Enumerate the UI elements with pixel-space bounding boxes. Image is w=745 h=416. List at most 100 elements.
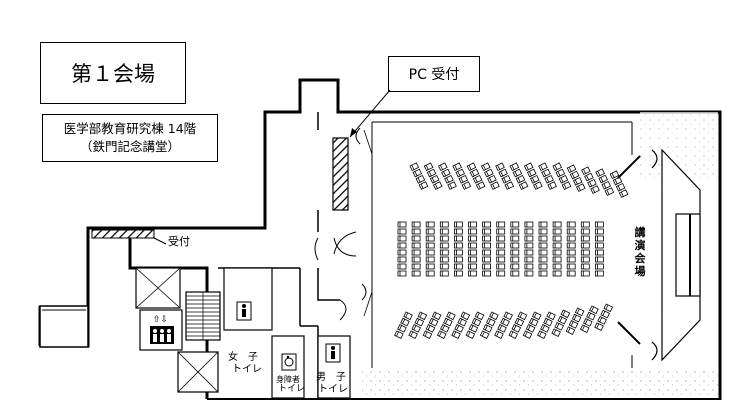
seat [397, 263, 407, 270]
seat [566, 270, 576, 277]
seat-column [510, 221, 520, 277]
seat [547, 181, 557, 190]
seat [595, 228, 604, 235]
mens-restroom-label-2: トイレ [318, 384, 348, 395]
seat [514, 317, 525, 327]
seat [482, 324, 493, 333]
seat [568, 320, 579, 329]
seat [475, 181, 486, 190]
seat-column [423, 162, 443, 190]
seat [411, 221, 421, 228]
seat [517, 311, 528, 321]
seat [504, 181, 515, 190]
seat [425, 228, 435, 235]
seat [580, 242, 590, 249]
seat [494, 330, 504, 339]
seat [411, 249, 421, 256]
seat [544, 174, 554, 184]
seat [412, 168, 423, 178]
seat-column [482, 221, 492, 277]
seat [482, 249, 492, 256]
seat [443, 317, 453, 327]
seat [528, 317, 539, 327]
seat [411, 228, 421, 235]
seat-column [394, 311, 413, 339]
seat [522, 330, 533, 339]
seat [552, 221, 562, 228]
seat-column [397, 221, 407, 277]
front-rail-lower [617, 321, 641, 345]
seat [538, 263, 548, 270]
seat [538, 270, 548, 277]
seat-column [422, 311, 442, 339]
seat [482, 235, 492, 242]
seat [425, 256, 435, 263]
seat [468, 256, 477, 263]
seat [411, 324, 421, 333]
seat [425, 235, 435, 242]
seat [595, 249, 604, 256]
seat-column [409, 162, 429, 190]
seat [439, 242, 449, 249]
seat [561, 181, 572, 190]
seat [531, 311, 542, 321]
seat [439, 249, 449, 256]
hall-name: （鉄門記念講堂） [79, 139, 180, 154]
seat [453, 242, 463, 249]
seat [394, 330, 404, 339]
seat [451, 330, 461, 339]
seat [496, 270, 506, 277]
seat [438, 162, 448, 172]
seat [580, 263, 590, 270]
seat [580, 221, 590, 228]
seat [468, 249, 477, 256]
seat [525, 324, 536, 333]
seat [552, 228, 562, 235]
seat [530, 174, 540, 184]
seat [609, 170, 620, 180]
seat [496, 242, 506, 249]
seat-column [508, 311, 528, 339]
seat [552, 256, 562, 263]
seat-column [408, 311, 428, 339]
seat [510, 256, 520, 263]
seat [453, 235, 463, 242]
seat [571, 313, 582, 323]
seat [453, 256, 463, 263]
seat [417, 311, 428, 321]
seat [411, 235, 421, 242]
seat [524, 263, 534, 270]
seat [432, 181, 443, 190]
seat [439, 221, 449, 228]
womens-restroom [223, 267, 273, 331]
seat [496, 235, 506, 242]
seat [560, 309, 571, 319]
seat [551, 328, 561, 337]
seat [474, 311, 485, 321]
seat [524, 235, 534, 242]
seat [554, 322, 564, 331]
seat [595, 235, 604, 242]
seat [436, 330, 447, 339]
seat [472, 174, 483, 184]
seat [428, 317, 439, 327]
seat [575, 183, 586, 192]
seat [397, 270, 407, 277]
seat [471, 317, 482, 327]
pc-reception-callout: PC 受付 [388, 56, 480, 92]
seat [510, 221, 520, 228]
seat [601, 180, 612, 190]
seat [581, 166, 591, 176]
seat [460, 311, 471, 321]
seat [411, 263, 421, 270]
seat [482, 221, 492, 228]
seat [497, 324, 507, 333]
seat [397, 242, 407, 249]
seat [590, 185, 600, 194]
seat [524, 270, 534, 277]
seat [453, 263, 463, 270]
seat [482, 228, 492, 235]
seat [595, 256, 604, 263]
seat [546, 311, 556, 321]
seat [465, 330, 476, 339]
